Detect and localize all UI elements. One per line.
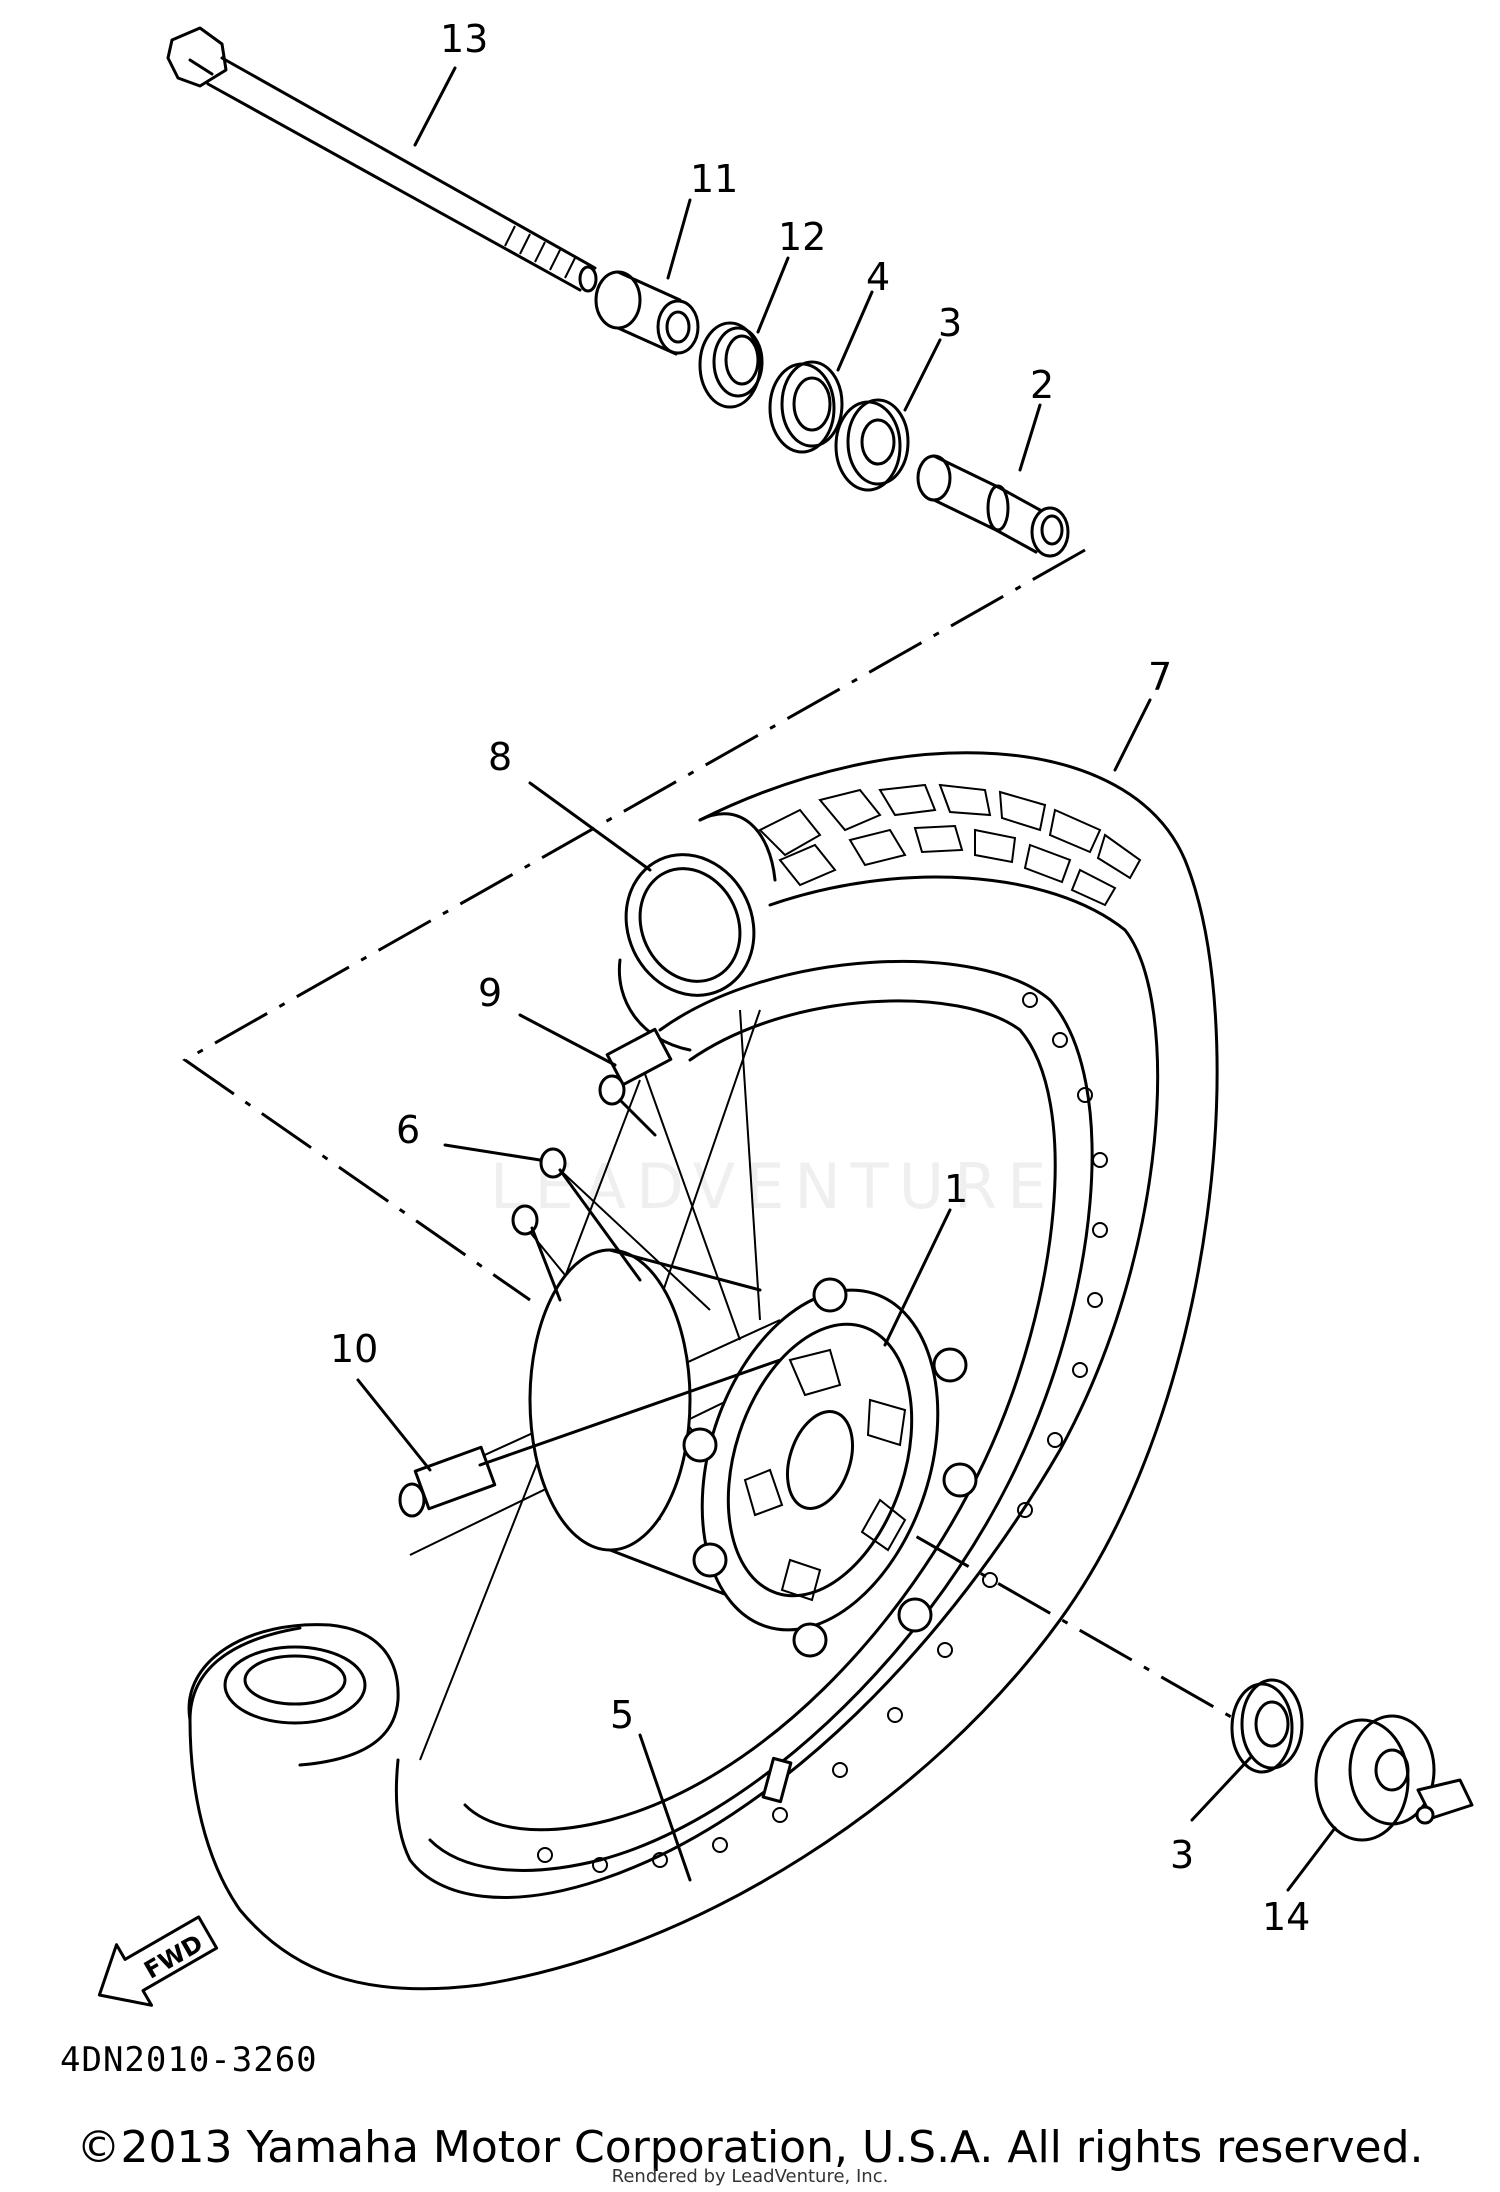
axis-line bbox=[182, 548, 1086, 1302]
hub-part bbox=[528, 1248, 978, 1658]
callout-12: 12 bbox=[778, 215, 826, 259]
bearing-4-part bbox=[768, 360, 844, 454]
callout-7: 7 bbox=[1148, 655, 1172, 699]
callout-13: 13 bbox=[440, 17, 488, 61]
callout-5: 5 bbox=[610, 1693, 634, 1737]
callout-3-lower: 3 bbox=[1170, 1833, 1194, 1877]
spoke-6-part bbox=[511, 1147, 642, 1302]
axle-part bbox=[166, 26, 598, 293]
bearing-3-lower-part bbox=[1230, 1678, 1304, 1774]
fwd-arrow-icon: FWD bbox=[97, 1915, 219, 2007]
callout-11: 11 bbox=[690, 157, 738, 201]
collar-part bbox=[594, 270, 700, 356]
spoke-set-part bbox=[398, 1358, 782, 1518]
oil-seal-part bbox=[698, 321, 764, 409]
spacer-part bbox=[916, 454, 1070, 558]
callout-10: 10 bbox=[330, 1327, 378, 1371]
rim-part bbox=[428, 959, 1108, 1873]
tire-part bbox=[187, 751, 1219, 1991]
callout-3-upper: 3 bbox=[938, 301, 962, 345]
diagram-part-code: 4DN2010-3260 bbox=[60, 2040, 318, 2080]
copyright-notice: ©2013 Yamaha Motor Corporation, U.S.A. A… bbox=[76, 2122, 1424, 2173]
callout-14: 14 bbox=[1262, 1895, 1310, 1939]
callout-9: 9 bbox=[478, 971, 502, 1015]
rendered-by-notice: Rendered by LeadVenture, Inc. bbox=[611, 2166, 889, 2187]
meter-gear-unit-part bbox=[1314, 1714, 1474, 1842]
callout-4: 4 bbox=[866, 255, 890, 299]
bearing-3-upper-part bbox=[834, 398, 910, 492]
rim-band-part bbox=[598, 1027, 673, 1137]
callout-8: 8 bbox=[488, 735, 512, 779]
callout-6: 6 bbox=[396, 1108, 420, 1152]
callout-1: 1 bbox=[944, 1167, 968, 1211]
leadventure-watermark: LEADVENTURE bbox=[490, 1150, 1057, 1223]
leader-lines bbox=[356, 66, 1337, 1892]
callout-2: 2 bbox=[1030, 363, 1054, 407]
tube-part bbox=[617, 812, 777, 1052]
